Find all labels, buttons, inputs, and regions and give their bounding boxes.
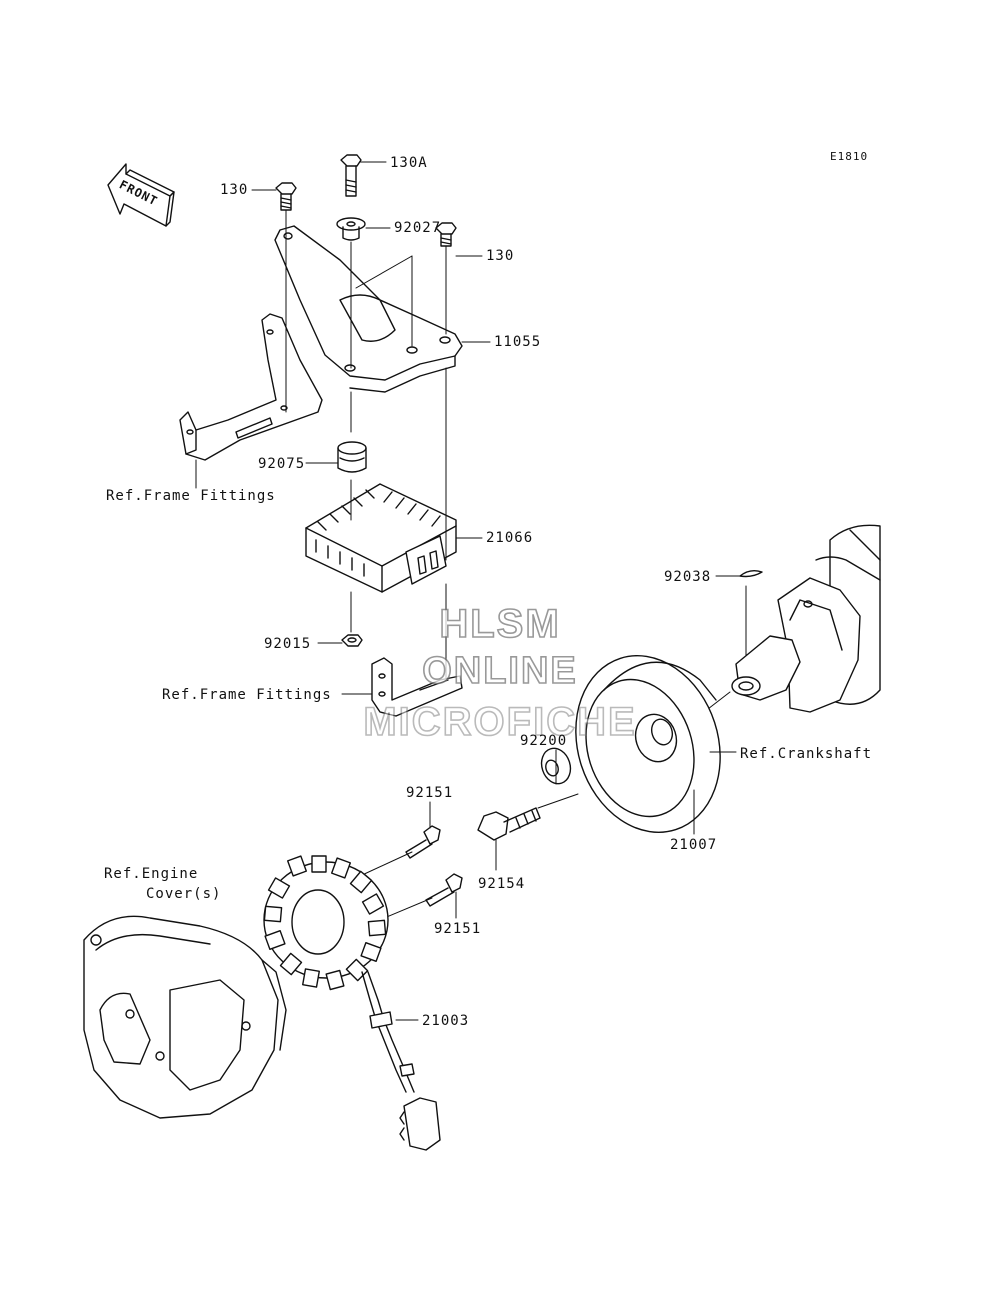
part-label-92200[interactable]: 92200 — [520, 733, 568, 749]
watermark-line-1: HLSM — [439, 601, 561, 647]
part-label-92027[interactable]: 92027 — [394, 220, 442, 236]
stator-21003-icon — [263, 855, 441, 1151]
key-92038-icon — [739, 569, 763, 578]
part-label-11055[interactable]: 11055 — [494, 334, 542, 350]
bolt-92151-upper-icon — [405, 825, 441, 859]
grommet-92075-icon — [337, 441, 367, 473]
part-label-130a[interactable]: 130A — [390, 155, 428, 171]
part-label-21003[interactable]: 21003 — [422, 1013, 470, 1029]
part-label-92151-lower[interactable]: 92151 — [434, 921, 482, 937]
ref-label-engine-cover-line-2: Cover(s) — [146, 886, 222, 902]
ref-label-frame-fittings-upper: Ref.Frame Fittings — [106, 488, 276, 504]
part-label-92038[interactable]: 92038 — [664, 569, 712, 585]
bolt-92151-lower-icon — [425, 873, 463, 907]
frame-fitting-upper-icon — [179, 313, 323, 461]
ref-label-frame-fittings-lower: Ref.Frame Fittings — [162, 687, 332, 703]
watermark-line-2: ONLINE — [421, 649, 578, 693]
bolt-92154-icon — [477, 807, 541, 841]
part-label-21066[interactable]: 21066 — [486, 530, 534, 546]
part-label-92151-upper[interactable]: 92151 — [406, 785, 454, 801]
part-label-130-right[interactable]: 130 — [486, 248, 515, 264]
ref-label-crankshaft: Ref.Crankshaft — [740, 746, 873, 762]
part-label-21007[interactable]: 21007 — [670, 837, 718, 853]
front-arrow-icon — [107, 163, 175, 227]
part-label-130-top[interactable]: 130 — [220, 182, 249, 198]
rotor-21007-icon — [575, 655, 721, 833]
watermark-line-3: MICROFICHE — [363, 699, 637, 745]
collar-92027-icon — [336, 217, 366, 241]
bracket-11055-icon — [274, 225, 463, 393]
bolt-130-icon — [275, 182, 297, 211]
part-label-92015[interactable]: 92015 — [264, 636, 312, 652]
nut-92015-icon — [341, 634, 363, 647]
frame-fitting-lower-icon — [371, 657, 463, 717]
crankshaft-icon — [731, 524, 881, 713]
regulator-21066-icon — [305, 483, 457, 593]
part-label-92154[interactable]: 92154 — [478, 876, 526, 892]
bolt-130-right-icon — [435, 222, 457, 247]
diagram-code: E1810 — [830, 150, 869, 163]
ref-label-engine-cover-line-1: Ref.Engine — [104, 866, 199, 882]
part-label-92075[interactable]: 92075 — [258, 456, 306, 472]
bolt-130a-icon — [340, 154, 362, 197]
engine-cover-icon — [83, 915, 287, 1119]
